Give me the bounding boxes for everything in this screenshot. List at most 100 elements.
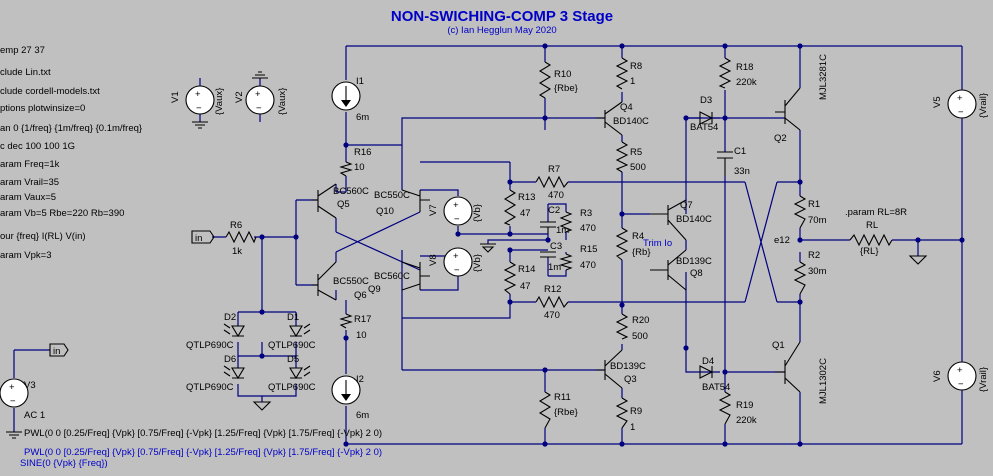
label: Q1 bbox=[772, 340, 785, 351]
resistor-r1[interactable] bbox=[793, 195, 807, 229]
label: 70m bbox=[808, 215, 827, 226]
svg-text:+: + bbox=[9, 382, 15, 393]
voltage-source-v8[interactable]: +− bbox=[443, 247, 473, 277]
directive-line: an 0 {1/freq} {1m/freq} {0.1m/freq} bbox=[0, 123, 142, 134]
label: Q8 bbox=[690, 268, 703, 279]
label: 30m bbox=[808, 266, 827, 277]
resistor-r3[interactable] bbox=[559, 211, 573, 233]
label: 6m bbox=[356, 112, 369, 123]
voltage-source-v1[interactable]: +− bbox=[185, 78, 215, 129]
diode-d1[interactable] bbox=[289, 323, 311, 338]
resistor-r2[interactable] bbox=[793, 261, 807, 295]
resistor-r6[interactable] bbox=[225, 230, 257, 244]
resistor-r5[interactable] bbox=[615, 141, 629, 173]
resistor-r16[interactable] bbox=[339, 161, 353, 177]
resistor-r8[interactable] bbox=[615, 57, 629, 90]
diode-d3[interactable] bbox=[686, 111, 725, 125]
transistor-q7[interactable] bbox=[650, 199, 687, 241]
transistor-q6[interactable] bbox=[312, 261, 337, 301]
resistor-r18[interactable] bbox=[718, 57, 732, 89]
diode-d6[interactable] bbox=[223, 365, 245, 380]
voltage-source-v6[interactable]: +− bbox=[947, 361, 977, 391]
label: BC550C bbox=[333, 276, 369, 287]
voltage-source-v3[interactable]: +− bbox=[0, 378, 29, 439]
current-source-i1[interactable] bbox=[331, 81, 361, 111]
directive-line: ptions plotwinsize=0 bbox=[0, 103, 85, 114]
svg-text:−: − bbox=[454, 265, 460, 276]
label: 47 bbox=[520, 208, 531, 219]
transistor-q8[interactable] bbox=[650, 249, 687, 291]
resistor-r7[interactable] bbox=[535, 175, 569, 189]
resistor-r15[interactable] bbox=[559, 253, 573, 271]
net-label-text: in bbox=[53, 346, 60, 357]
net-label-in[interactable]: in bbox=[191, 230, 215, 244]
label: 1 bbox=[630, 422, 635, 433]
label: 500 bbox=[632, 331, 648, 342]
pwl-expression-blue: PWL(0 0 [0.25/Freq] {Vpk} [0.75/Freq] {-… bbox=[24, 447, 382, 458]
label: 220k bbox=[736, 415, 757, 426]
component-labels: I1 6m I2 6m V1 {Vaux} V2 {Vaux} V5 {Vrai… bbox=[24, 54, 989, 433]
transistor-q9[interactable] bbox=[401, 261, 430, 291]
resistor-r4[interactable] bbox=[615, 227, 629, 261]
transistor-q4[interactable] bbox=[596, 101, 623, 136]
transistor-q10[interactable] bbox=[401, 189, 430, 212]
label: BD140C bbox=[676, 214, 712, 225]
label: Q9 bbox=[368, 284, 381, 295]
resistor-r10[interactable] bbox=[538, 61, 552, 99]
net-label-in-v3[interactable]: in bbox=[49, 343, 69, 357]
resistor-r17[interactable] bbox=[339, 313, 353, 329]
svg-text:+: + bbox=[255, 89, 261, 100]
voltage-source-v5[interactable]: +− bbox=[947, 89, 977, 119]
label: R15 bbox=[580, 244, 597, 255]
label: R13 bbox=[518, 192, 535, 203]
trim-io-note: Trim Io bbox=[643, 238, 672, 249]
transistor-q2[interactable] bbox=[775, 87, 801, 131]
transistor-q3[interactable] bbox=[596, 349, 623, 389]
label: RL bbox=[866, 220, 878, 231]
diode-d5[interactable] bbox=[289, 365, 311, 380]
net-label-text: in bbox=[195, 233, 202, 244]
transistor-q5[interactable] bbox=[312, 183, 337, 219]
label: R1 bbox=[808, 199, 820, 210]
label: 10 bbox=[354, 162, 365, 173]
label: 470 bbox=[580, 223, 596, 234]
resistor-r9[interactable] bbox=[615, 397, 629, 429]
label: R4 bbox=[632, 231, 644, 242]
resistor-r20[interactable] bbox=[615, 313, 629, 340]
label: QTLP690C bbox=[186, 382, 234, 393]
ground-icon bbox=[908, 255, 928, 265]
svg-text:+: + bbox=[957, 365, 963, 376]
resistor-r14[interactable] bbox=[503, 261, 517, 295]
resistor-r11[interactable] bbox=[538, 391, 552, 429]
capacitor-c1[interactable] bbox=[717, 151, 733, 176]
label: 500 bbox=[630, 162, 646, 173]
label: 470 bbox=[580, 260, 596, 271]
diode-d2[interactable] bbox=[223, 323, 245, 338]
label: R10 bbox=[554, 69, 571, 80]
resistor-rl[interactable] bbox=[849, 233, 893, 247]
label: R11 bbox=[554, 392, 571, 403]
current-source-i2[interactable] bbox=[331, 375, 361, 405]
resistor-r13[interactable] bbox=[503, 189, 517, 226]
voltage-source-v2[interactable]: +− bbox=[245, 71, 275, 122]
transistor-q1[interactable] bbox=[775, 341, 801, 393]
svg-text:−: − bbox=[10, 396, 16, 407]
label: D2 bbox=[224, 312, 236, 323]
label: 6m bbox=[356, 410, 369, 421]
resistor-r12[interactable] bbox=[535, 295, 569, 309]
label: 470 bbox=[544, 310, 560, 321]
directive-line: aram Vpk=3 bbox=[0, 250, 52, 261]
label: V3 bbox=[24, 380, 36, 391]
label: V7 bbox=[428, 204, 439, 216]
capacitor-c2[interactable] bbox=[540, 221, 556, 234]
label: {Rb} bbox=[632, 247, 651, 258]
voltage-source-v7[interactable]: +− bbox=[443, 196, 473, 226]
label: R20 bbox=[632, 315, 649, 326]
label: V8 bbox=[428, 254, 439, 266]
resistor-r19[interactable] bbox=[718, 391, 732, 425]
label: {Vb} bbox=[472, 204, 483, 222]
ground-icon bbox=[252, 401, 272, 411]
label: D4 bbox=[702, 356, 714, 367]
capacitor-c3[interactable] bbox=[540, 251, 556, 258]
diode-d4[interactable] bbox=[699, 365, 714, 379]
